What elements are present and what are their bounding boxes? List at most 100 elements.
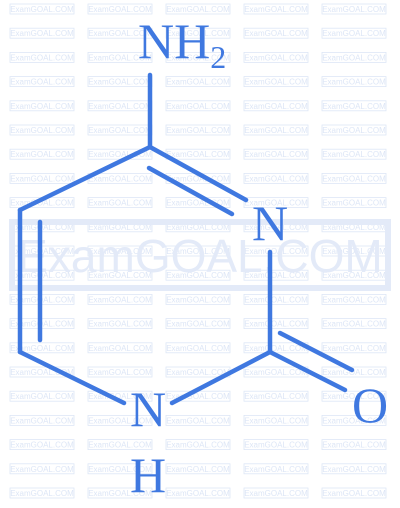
amino-subscript: 2: [210, 39, 226, 75]
watermark-tile-text: ExamGOAL.COM: [166, 5, 230, 14]
watermark-tile-frame: [243, 148, 309, 160]
watermark-tile-text: ExamGOAL.COM: [88, 199, 152, 208]
watermark-tile-frame: [321, 390, 387, 402]
watermark-tile-frame: [243, 100, 309, 112]
watermark-tile-frame: [9, 124, 75, 136]
watermark-tile-text: ExamGOAL.COM: [88, 223, 152, 232]
watermark-tile-text: ExamGOAL.COM: [244, 344, 308, 353]
watermark-large-text: ExamGOAL.COM: [17, 230, 383, 282]
watermark-tile-frame: [243, 76, 309, 87]
bond-c6-n1: [17, 349, 127, 406]
watermark-tile-text: ExamGOAL.COM: [10, 441, 74, 450]
watermark-tile-text: ExamGOAL.COM: [244, 78, 308, 87]
watermark-tile-text: ExamGOAL.COM: [244, 416, 308, 425]
watermark-tile-frame: [87, 197, 153, 209]
watermark-tile-frame: [243, 414, 309, 426]
watermark-tile-text: ExamGOAL.COM: [88, 126, 152, 135]
watermark-tile-text: ExamGOAL.COM: [244, 5, 308, 14]
watermark-tile-text: ExamGOAL.COM: [88, 392, 152, 401]
watermark-tile-text: ExamGOAL.COM: [166, 102, 230, 111]
watermark-tile-text: ExamGOAL.COM: [322, 29, 386, 38]
watermark-tile-frame: [321, 148, 387, 160]
watermark-tile-text: ExamGOAL.COM: [88, 416, 152, 425]
watermark-tile-text: ExamGOAL.COM: [244, 271, 308, 280]
watermark-tile-frame: [321, 197, 387, 209]
watermark-tile-text: ExamGOAL.COM: [244, 150, 308, 159]
watermark-tile-text: ExamGOAL.COM: [10, 5, 74, 14]
watermark-tile-text: ExamGOAL.COM: [88, 368, 152, 377]
watermark-tile-frame: [87, 366, 153, 378]
watermark-tile-text: ExamGOAL.COM: [244, 247, 308, 256]
watermark-tile-text: ExamGOAL.COM: [88, 441, 152, 450]
watermark-tile-frame: [321, 3, 387, 15]
watermark-tile-frame: [87, 487, 153, 499]
watermark-tile-frame: [243, 439, 309, 451]
watermark-tile-text: ExamGOAL.COM: [322, 441, 386, 450]
watermark-tile-text: ExamGOAL.COM: [10, 29, 74, 38]
watermark-tile-text: ExamGOAL.COM: [166, 295, 230, 304]
bond-n1-c2: [169, 349, 273, 406]
watermark-tile-text: ExamGOAL.COM: [244, 199, 308, 208]
watermark-tile-frame: [243, 27, 309, 39]
watermark-tile-frame: [321, 172, 387, 184]
watermark-tile-text: ExamGOAL.COM: [322, 320, 386, 329]
nh-nitrogen-label: N: [130, 381, 166, 437]
watermark-tile-text: ExamGOAL.COM: [166, 53, 230, 62]
watermark-tile-frame: [321, 76, 387, 87]
watermark-tile-text: ExamGOAL.COM: [322, 247, 386, 256]
watermark-tile-frame: [165, 245, 231, 257]
bond-c4-c5: [17, 144, 153, 213]
watermark-tile-text: ExamGOAL.COM: [88, 102, 152, 111]
watermark-tile-text: ExamGOAL.COM: [322, 5, 386, 14]
watermark-tile-text: ExamGOAL.COM: [244, 320, 308, 329]
watermark-tile-text: ExamGOAL.COM: [166, 174, 230, 183]
watermark-tile-text: ExamGOAL.COM: [88, 295, 152, 304]
watermark-tile-text: ExamGOAL.COM: [322, 344, 386, 353]
watermark-tile-frame: [165, 76, 231, 87]
watermark-tile-text: ExamGOAL.COM: [244, 174, 308, 183]
watermark-tile-text: ExamGOAL.COM: [166, 271, 230, 280]
watermark-tile-frame: [9, 172, 75, 184]
watermark-tile-text: ExamGOAL.COM: [166, 344, 230, 353]
carbonyl-oxygen-label: O: [352, 377, 388, 433]
watermark-tile-text: ExamGOAL.COM: [166, 416, 230, 425]
watermark-tile-frame: [87, 269, 153, 281]
watermark-tile-frame: [321, 487, 387, 499]
watermark-tile-text: ExamGOAL.COM: [244, 53, 308, 62]
amino-group-label: NH2: [138, 13, 226, 75]
watermark-tile-text: ExamGOAL.COM: [244, 295, 308, 304]
watermark-tile-text: ExamGOAL.COM: [322, 53, 386, 62]
watermark-tile-text: ExamGOAL.COM: [88, 344, 152, 353]
watermark-tile-frame: [9, 148, 75, 160]
watermark-tile-frame: [9, 439, 75, 451]
watermark-tile-text: ExamGOAL.COM: [166, 223, 230, 232]
watermark-tile-text: ExamGOAL.COM: [322, 78, 386, 87]
watermark-tile-text: ExamGOAL.COM: [10, 126, 74, 135]
watermark-tile-text: ExamGOAL.COM: [322, 102, 386, 111]
nh-hydrogen-label: H: [130, 447, 166, 503]
watermark-tile-frame: [87, 27, 153, 39]
watermark-tile-frame: [243, 293, 309, 305]
watermark-tile-frame: [165, 52, 231, 63]
watermark-tile-text: ExamGOAL.COM: [322, 223, 386, 232]
watermark-tile-frame: [321, 100, 387, 112]
watermark-tile-text: ExamGOAL.COM: [166, 392, 230, 401]
watermark-tile-frame: [165, 414, 231, 426]
watermark-tile-frame: [87, 318, 153, 330]
watermark-tile-text: ExamGOAL.COM: [166, 29, 230, 38]
watermark-tile-frame: [321, 52, 387, 63]
watermark-tile-text: ExamGOAL.COM: [244, 102, 308, 111]
watermark-tile-text: ExamGOAL.COM: [88, 53, 152, 62]
watermark-tile-text: ExamGOAL.COM: [10, 489, 74, 498]
watermark-band-frame: [9, 219, 391, 291]
watermark-tile-text: ExamGOAL.COM: [10, 150, 74, 159]
bond-c4-n3: [147, 144, 249, 203]
watermark-tile-text: ExamGOAL.COM: [88, 29, 152, 38]
watermark-tile-frame: [321, 414, 387, 426]
watermark-tile-text: ExamGOAL.COM: [10, 174, 74, 183]
watermark-tile-text: ExamGOAL.COM: [88, 247, 152, 256]
watermark-tile-frame: [243, 245, 309, 257]
amino-nh-text: NH: [138, 13, 210, 69]
